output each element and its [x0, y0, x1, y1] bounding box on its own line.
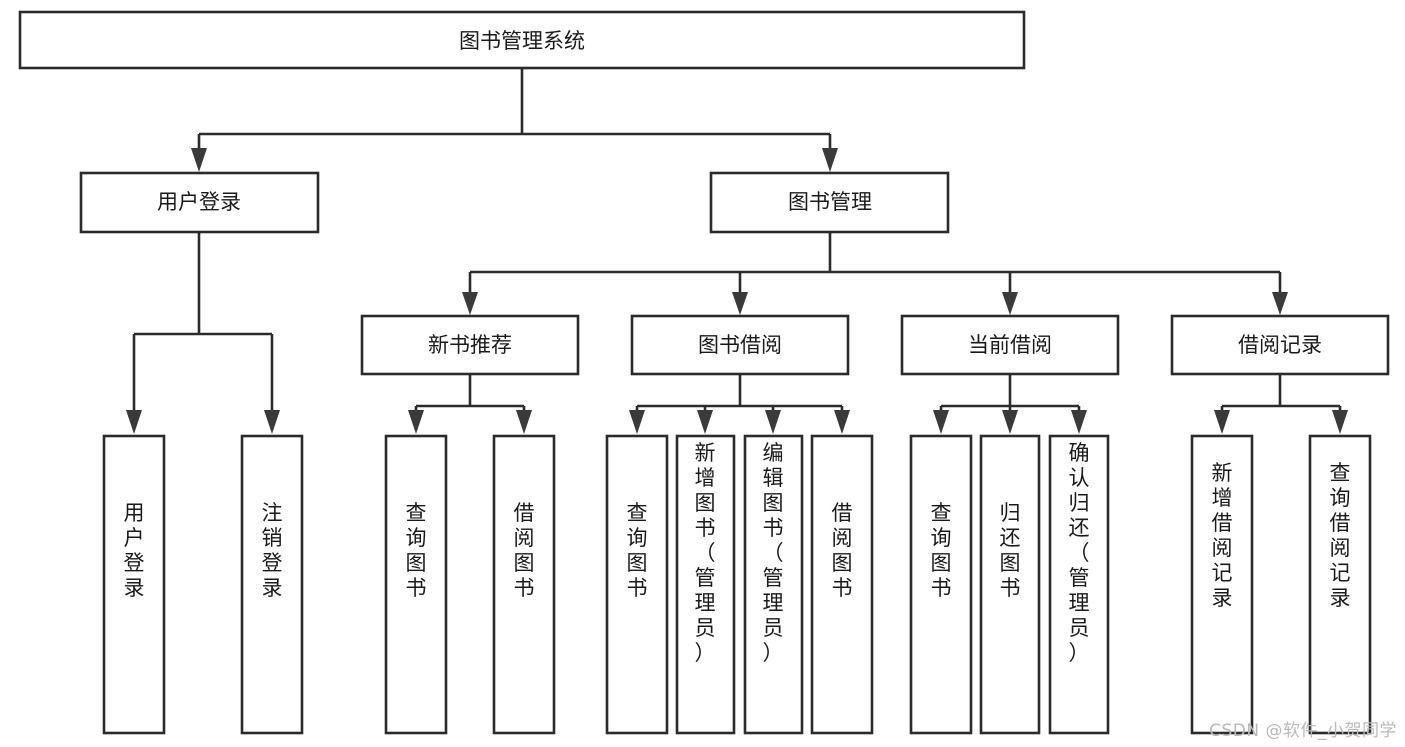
- node-leaf-confirm-return[interactable]: 确认归还（管理员）: [1048, 434, 1110, 735]
- node-leaf-logout-box[interactable]: [240, 434, 304, 735]
- node-leaf-query-book-3-box[interactable]: [909, 434, 973, 735]
- arrowhead-leaf-add-record: [1214, 410, 1230, 434]
- node-user-login-box[interactable]: [79, 171, 320, 234]
- node-leaf-query-book-1-box[interactable]: [384, 434, 448, 735]
- node-leaf-borrow-book-2-box[interactable]: [810, 434, 874, 735]
- node-borrow-record-box[interactable]: [1170, 314, 1390, 376]
- node-leaf-confirm-return-box[interactable]: [1048, 434, 1110, 735]
- node-root[interactable]: 图书管理系统: [18, 10, 1026, 70]
- arrowhead-root-book-manage: [822, 148, 838, 172]
- arrowhead-leaf-edit-book: [765, 410, 781, 434]
- arrowhead-leaf-logout: [264, 410, 280, 434]
- arrowhead-new-book-rec: [462, 292, 478, 315]
- node-leaf-add-record[interactable]: 新增借阅记录: [1190, 434, 1254, 735]
- arrowhead-leaf-borrow-book-1: [516, 410, 532, 434]
- node-borrow-record-label: 借阅记录: [1238, 333, 1322, 357]
- node-new-book-rec[interactable]: 新书推荐: [360, 314, 580, 376]
- node-borrow-record[interactable]: 借阅记录: [1170, 314, 1390, 376]
- node-root-box[interactable]: [18, 10, 1026, 70]
- arrowhead-leaf-add-book: [697, 410, 713, 434]
- node-new-book-rec-label: 新书推荐: [428, 333, 512, 357]
- node-leaf-borrow-book-2-label: 借阅图书: [832, 501, 853, 600]
- watermark-label: CSDN @软件_小贺同学: [1209, 721, 1397, 741]
- node-leaf-add-record-box[interactable]: [1190, 434, 1254, 735]
- node-leaf-user-login[interactable]: 用户登录: [102, 434, 166, 735]
- node-leaf-logout[interactable]: 注销登录: [240, 434, 304, 735]
- arrowhead-leaf-return-book: [1002, 410, 1018, 434]
- node-leaf-user-login-label: 用户登录: [124, 501, 145, 600]
- node-leaf-borrow-book-2[interactable]: 借阅图书: [810, 434, 874, 735]
- node-leaf-query-record[interactable]: 查询借阅记录: [1308, 434, 1372, 735]
- node-leaf-return-book[interactable]: 归还图书: [979, 434, 1041, 735]
- node-leaf-borrow-book-1[interactable]: 借阅图书: [492, 434, 556, 735]
- node-book-manage-label: 图书管理: [788, 190, 872, 214]
- node-leaf-add-record-label: 新增借阅记录: [1212, 461, 1233, 610]
- node-leaf-return-book-box[interactable]: [979, 434, 1041, 735]
- node-leaf-query-book-2-label: 查询图书: [627, 501, 648, 600]
- node-book-manage[interactable]: 图书管理: [709, 171, 950, 234]
- node-book-borrow-label: 图书借阅: [698, 333, 782, 357]
- node-leaf-borrow-book-1-label: 借阅图书: [514, 501, 535, 600]
- node-leaf-add-book-box[interactable]: [675, 434, 736, 735]
- node-user-login[interactable]: 用户登录: [79, 171, 320, 234]
- arrowhead-leaf-query-record: [1332, 410, 1348, 434]
- arrowhead-book-borrow: [732, 292, 748, 315]
- node-leaf-query-book-2-box[interactable]: [605, 434, 669, 735]
- arrowhead-leaf-user-login: [126, 410, 142, 434]
- node-leaf-query-book-3[interactable]: 查询图书: [909, 434, 973, 735]
- arrowhead-root-user-login: [191, 148, 207, 172]
- arrowhead-leaf-borrow-book-2: [834, 410, 850, 434]
- node-leaf-add-book-label: 新增图书（管理员）: [695, 441, 716, 665]
- node-book-borrow[interactable]: 图书借阅: [630, 314, 850, 376]
- node-leaf-query-book-3-label: 查询图书: [931, 501, 952, 600]
- arrowhead-leaf-query-book-2: [629, 410, 645, 434]
- node-leaf-confirm-return-label: 确认归还（管理员）: [1069, 441, 1090, 665]
- arrowhead-borrow-record: [1272, 292, 1288, 315]
- node-leaf-edit-book-label: 编辑图书（管理员）: [763, 441, 784, 665]
- node-leaf-query-book-2[interactable]: 查询图书: [605, 434, 669, 735]
- node-user-login-label: 用户登录: [157, 190, 241, 214]
- node-leaf-user-login-box[interactable]: [102, 434, 166, 735]
- node-leaf-edit-book-box[interactable]: [743, 434, 804, 735]
- node-current-borrow-label: 当前借阅: [968, 333, 1052, 357]
- node-leaf-logout-label: 注销登录: [262, 501, 283, 600]
- node-current-borrow-box[interactable]: [900, 314, 1120, 376]
- node-leaf-query-book-1[interactable]: 查询图书: [384, 434, 448, 735]
- node-leaf-query-record-box[interactable]: [1308, 434, 1372, 735]
- node-root-label: 图书管理系统: [459, 29, 585, 53]
- connector-group: [126, 68, 1348, 434]
- node-current-borrow[interactable]: 当前借阅: [900, 314, 1120, 376]
- node-leaf-edit-book[interactable]: 编辑图书（管理员）: [743, 434, 804, 735]
- arrowhead-leaf-query-book-3: [933, 410, 949, 434]
- node-leaf-query-book-1-label: 查询图书: [406, 501, 427, 600]
- node-leaf-add-book[interactable]: 新增图书（管理员）: [675, 434, 736, 735]
- node-leaf-borrow-book-1-box[interactable]: [492, 434, 556, 735]
- node-new-book-rec-box[interactable]: [360, 314, 580, 376]
- node-leaf-return-book-label: 归还图书: [1000, 501, 1021, 600]
- arrowhead-leaf-query-book-1: [408, 410, 424, 434]
- node-book-borrow-box[interactable]: [630, 314, 850, 376]
- node-book-manage-box[interactable]: [709, 171, 950, 234]
- arrowhead-current-borrow: [1002, 292, 1018, 315]
- node-leaf-query-record-label: 查询借阅记录: [1330, 461, 1351, 610]
- arrowhead-leaf-confirm-return: [1071, 410, 1087, 434]
